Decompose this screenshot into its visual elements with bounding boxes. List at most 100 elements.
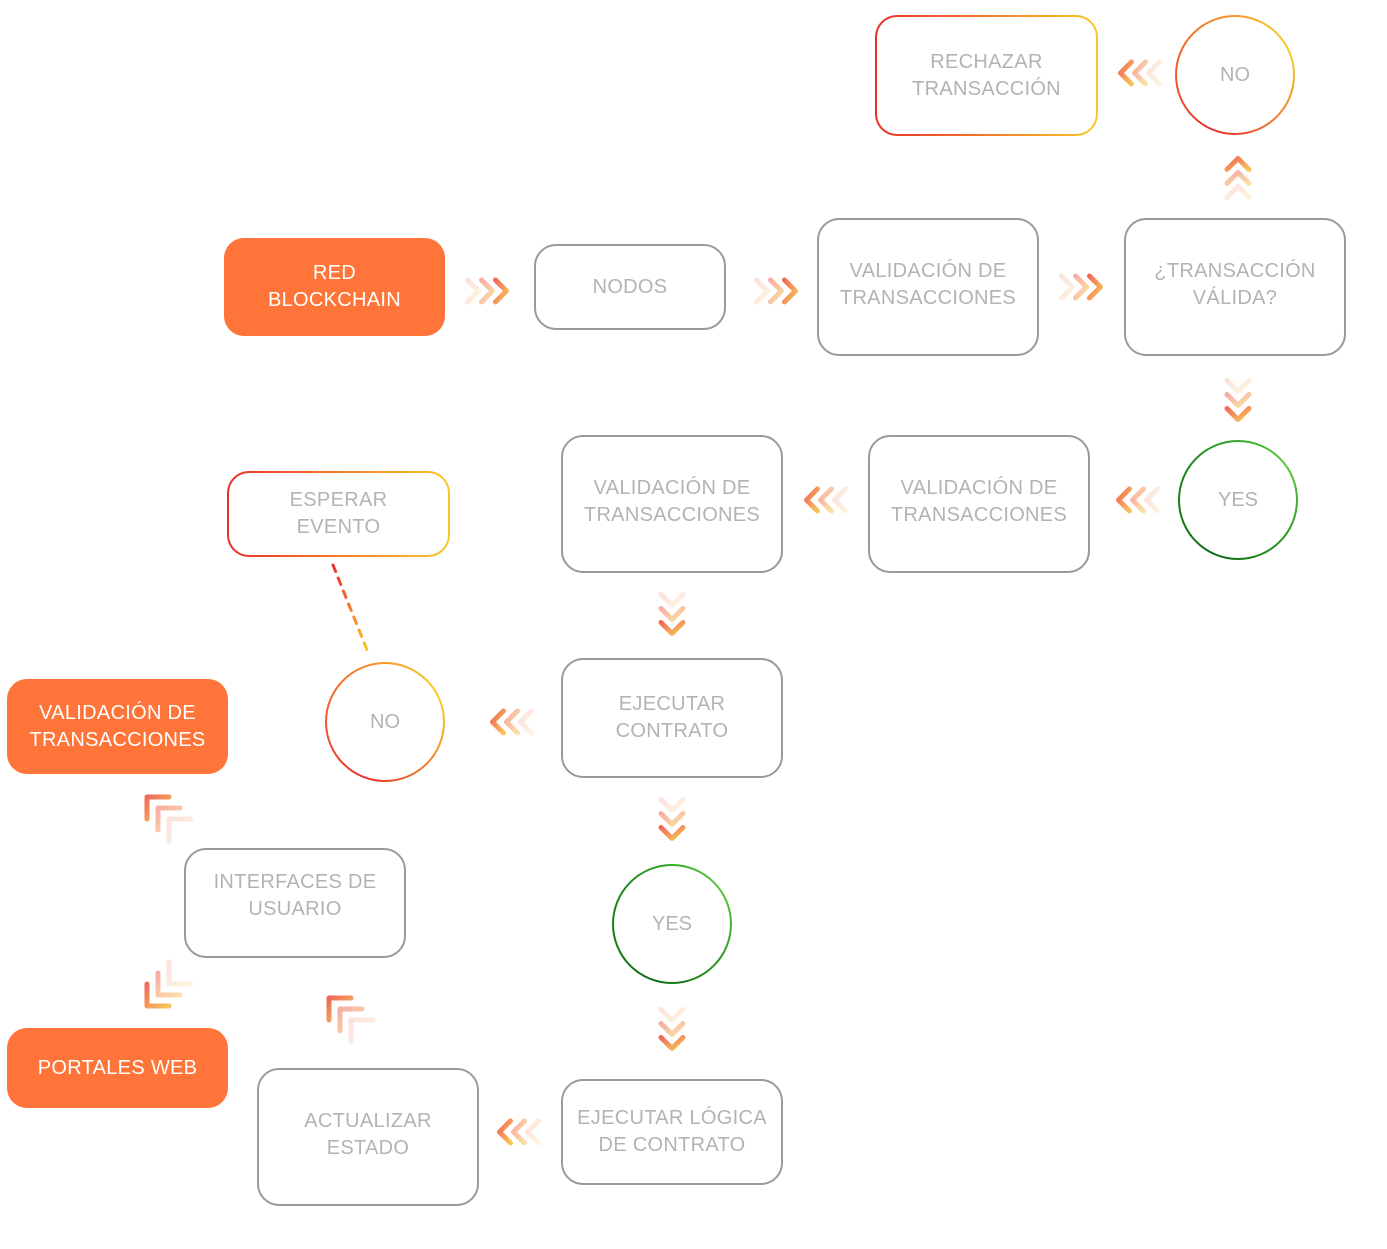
- chevron-stroke: [166, 816, 194, 844]
- node-label: ACTUALIZAR ESTADO: [304, 1110, 432, 1159]
- node-validacion-transacciones-2[interactable]: VALIDACIÓN DE TRANSACCIONES: [868, 435, 1090, 573]
- chevron-stroke: [1059, 273, 1075, 301]
- chevron-stroke: [1224, 156, 1252, 172]
- chevron-arrow-icon: [804, 486, 848, 514]
- chevron-stroke: [1224, 392, 1252, 408]
- decision-label: YES: [651, 912, 693, 935]
- chevron-stroke: [754, 277, 770, 305]
- decision-yes-top[interactable]: YES: [1178, 440, 1298, 560]
- node-label: PORTALES WEB: [37, 1056, 198, 1079]
- chevron-arrow-icon: [658, 797, 686, 841]
- node-label: RECHAZAR TRANSACCIÓN: [912, 50, 1061, 100]
- chevron-stroke: [782, 277, 798, 305]
- chevron-stroke: [818, 486, 834, 514]
- node-label: ESPERAR EVENTO: [289, 489, 388, 538]
- chevron-arrow-icon: [1224, 156, 1252, 200]
- chevron-stroke: [1073, 273, 1089, 301]
- decision-label: YES: [1217, 488, 1259, 511]
- decision-yes-bottom[interactable]: YES: [612, 864, 732, 984]
- chevron-stroke: [525, 1118, 541, 1146]
- chevron-stroke: [658, 1021, 686, 1037]
- chevron-stroke: [465, 277, 481, 305]
- chevron-arrow-icon: [754, 277, 798, 305]
- chevron-stroke: [1087, 273, 1103, 301]
- chevron-arrow-icon: [144, 959, 194, 1009]
- chevron-stroke: [768, 277, 784, 305]
- chevron-stroke: [658, 1007, 686, 1023]
- chevron-stroke: [511, 1118, 527, 1146]
- node-label: VALIDACIÓN DE TRANSACCIONES: [839, 260, 1017, 309]
- chevron-arrow-icon: [465, 277, 509, 305]
- decision-label: NO: [1220, 63, 1250, 86]
- decision-no-middle[interactable]: NO: [325, 662, 445, 782]
- node-ejecutar-contrato[interactable]: EJECUTAR CONTRATO: [561, 658, 783, 778]
- chevron-stroke: [337, 1006, 365, 1034]
- chevron-stroke: [804, 486, 820, 514]
- chevron-stroke: [479, 277, 495, 305]
- node-label: VALIDACIÓN DE TRANSACCIONES: [890, 477, 1068, 526]
- chevron-arrow-icon: [1059, 273, 1103, 301]
- chevron-stroke: [1118, 59, 1134, 87]
- node-ejecutar-logica-contrato[interactable]: EJECUTAR LÓGICA DE CONTRATO: [561, 1079, 783, 1185]
- node-label: VALIDACIÓN DE TRANSACCIONES: [583, 477, 761, 526]
- chevron-stroke: [658, 620, 686, 636]
- chevron-stroke: [1130, 486, 1146, 514]
- node-nodos[interactable]: NODOS: [534, 244, 726, 330]
- chevron-arrow-icon: [1116, 486, 1160, 514]
- chevron-stroke: [1224, 184, 1252, 200]
- node-esperar-evento[interactable]: ESPERAR EVENTO: [227, 471, 450, 557]
- decision-label: NO: [370, 710, 400, 733]
- chevron-stroke: [658, 1035, 686, 1051]
- chevron-stroke: [1224, 170, 1252, 186]
- chevron-arrow-icon: [326, 995, 376, 1045]
- chevron-stroke: [1132, 59, 1148, 87]
- node-transaccion-valida-decision[interactable]: ¿TRANSACCIÓN VÁLIDA?: [1124, 218, 1346, 356]
- node-validacion-transacciones-orange[interactable]: VALIDACIÓN DE TRANSACCIONES: [7, 679, 228, 774]
- chevron-stroke: [326, 995, 354, 1023]
- chevron-stroke: [497, 1118, 513, 1146]
- chevron-stroke: [155, 805, 183, 833]
- node-rechazar-transaccion[interactable]: RECHAZAR TRANSACCIÓN: [875, 15, 1098, 136]
- chevron-arrow-icon: [658, 592, 686, 636]
- chevron-stroke: [658, 825, 686, 841]
- node-label: EJECUTAR LÓGICA DE CONTRATO: [577, 1107, 767, 1156]
- node-label: RED BLOCKCHAIN: [267, 262, 402, 311]
- chevron-stroke: [1146, 59, 1162, 87]
- node-portales-web[interactable]: PORTALES WEB: [7, 1028, 228, 1108]
- node-validacion-transacciones-1[interactable]: VALIDACIÓN DE TRANSACCIONES: [817, 218, 1039, 356]
- node-validacion-transacciones-3[interactable]: VALIDACIÓN DE TRANSACCIONES: [561, 435, 783, 573]
- decision-no-top[interactable]: NO: [1175, 15, 1295, 135]
- chevron-stroke: [1116, 486, 1132, 514]
- node-red-blockchain[interactable]: RED BLOCKCHAIN: [224, 238, 445, 336]
- chevron-stroke: [1224, 378, 1252, 394]
- chevron-stroke: [1224, 406, 1252, 422]
- chevron-stroke: [144, 794, 172, 822]
- node-label: EJECUTAR CONTRATO: [615, 693, 729, 742]
- chevron-stroke: [504, 708, 520, 736]
- chevron-arrow-icon: [497, 1118, 541, 1146]
- chevron-stroke: [658, 811, 686, 827]
- node-label: VALIDACIÓN DE TRANSACCIONES: [29, 701, 206, 751]
- chevron-stroke: [166, 959, 194, 987]
- node-label: ¿TRANSACCIÓN VÁLIDA?: [1154, 260, 1316, 309]
- chevron-stroke: [1144, 486, 1160, 514]
- chevron-arrow-icon: [1224, 378, 1252, 422]
- chevron-stroke: [518, 708, 534, 736]
- chevron-stroke: [658, 606, 686, 622]
- chevron-stroke: [144, 981, 172, 1009]
- chevron-arrow-icon: [658, 1007, 686, 1051]
- chevron-stroke: [658, 797, 686, 813]
- node-label: INTERFACES DE USUARIO: [213, 871, 377, 920]
- node-actualizar-estado[interactable]: ACTUALIZAR ESTADO: [257, 1068, 479, 1206]
- node-interfaces-usuario[interactable]: INTERFACES DE USUARIO: [184, 848, 406, 958]
- dashed-connector: [331, 563, 369, 652]
- chevron-stroke: [490, 708, 506, 736]
- chevron-arrow-icon: [144, 794, 194, 844]
- node-label: NODOS: [592, 275, 668, 298]
- chevron-stroke: [832, 486, 848, 514]
- chevron-stroke: [493, 277, 509, 305]
- chevron-arrow-icon: [490, 708, 534, 736]
- chevron-stroke: [155, 970, 183, 998]
- chevron-stroke: [658, 592, 686, 608]
